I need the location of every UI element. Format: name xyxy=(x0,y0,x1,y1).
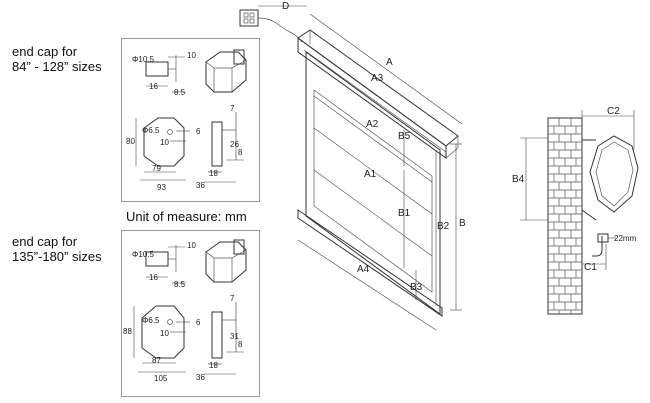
cap-small-panel xyxy=(121,38,260,202)
label-22mm: 22mm xyxy=(614,234,637,243)
cap-large-w105-label: 105 xyxy=(154,374,168,383)
wall-detail-drawing: C2 B4 22mm C1 xyxy=(512,106,639,315)
cap-large-ten2-label: 10 xyxy=(160,329,169,338)
cap-large-w31-label: 31 xyxy=(230,332,239,341)
cap-large-eight-label: 8 xyxy=(238,340,243,349)
label-a3: A3 xyxy=(371,73,384,84)
label-b1: B1 xyxy=(398,208,411,219)
label-d: D xyxy=(282,1,289,12)
dim-a1-line xyxy=(313,169,433,257)
screen-viewing-area xyxy=(313,89,433,293)
cap-large-w36-label: 36 xyxy=(196,373,205,382)
cap-small-heading-line1: end cap for xyxy=(12,44,78,59)
label-a1: A1 xyxy=(364,169,377,180)
cap-large-heading-line1: end cap for xyxy=(12,234,78,249)
screen-case-side-view xyxy=(589,135,639,213)
label-a: A xyxy=(386,57,393,68)
dim-a2-line xyxy=(313,127,433,215)
brick-pattern xyxy=(548,118,582,314)
screen-drawing: D A A3 A2 A1 B5 B1 B2 B A xyxy=(239,1,466,331)
cap-large-hole2-label: Φ6.5 xyxy=(142,316,160,325)
label-c2: C2 xyxy=(607,106,620,117)
cap-large-seven-label: 7 xyxy=(230,294,235,303)
cap-small-front-octagon xyxy=(143,117,185,167)
screen-bottom-bar xyxy=(297,209,443,317)
cap-large-six-label: 6 xyxy=(196,318,201,327)
cap-large-heading: end cap for 135”-180” sizes xyxy=(12,234,102,264)
cap-large-panel xyxy=(121,230,260,397)
cap-small-h10-label: 10 xyxy=(187,51,196,60)
cap-large-w85-label: 8.5 xyxy=(174,280,186,289)
unit-of-measure: Unit of measure: mm xyxy=(126,209,247,224)
cap-small-w36-label: 36 xyxy=(196,181,205,190)
cap-small-ten2-label: 10 xyxy=(160,138,169,147)
label-b3: B3 xyxy=(410,282,423,293)
cap-small-w85-label: 8.5 xyxy=(174,88,186,97)
cap-small-side-bracket xyxy=(145,61,169,77)
cap-small-hole-label: Φ10.5 xyxy=(132,55,155,64)
cap-large-drawing: Φ10.5 10 16 8.5 88 Φ6.5 6 10 87 105 7 31 xyxy=(123,239,247,383)
cap-large-h10-label: 10 xyxy=(187,241,196,250)
cap-large-side-profile xyxy=(211,311,223,359)
cap-small-six-label: 6 xyxy=(196,127,201,136)
label-b: B xyxy=(459,218,466,229)
cap-small-w18-label: 18 xyxy=(209,169,218,178)
bottom-bar-hook xyxy=(592,236,603,257)
label-b5: B5 xyxy=(398,131,411,142)
dim-a4-line xyxy=(297,239,437,331)
cap-small-eight-label: 8 xyxy=(238,148,243,157)
cap-large-w16-label: 16 xyxy=(149,273,158,282)
screen-fabric xyxy=(305,51,441,315)
cap-large-w18-label: 18 xyxy=(209,361,218,370)
cap-small-drawing: Φ10.5 10 16 8.5 80 Φ6.5 6 10 79 93 xyxy=(126,49,247,192)
cap-large-w87-label: 87 xyxy=(152,356,161,365)
cap-small-heading-line2: 84” - 128” sizes xyxy=(12,59,102,74)
cap-small-3d-view xyxy=(205,49,247,93)
label-c1: C1 xyxy=(584,262,597,273)
cap-small-w26-label: 26 xyxy=(230,140,239,149)
cap-large-d88-label: 88 xyxy=(123,327,132,336)
cap-small-w93-label: 93 xyxy=(157,183,166,192)
label-a4: A4 xyxy=(357,264,370,275)
cap-small-heading: end cap for 84” - 128” sizes xyxy=(12,44,102,74)
cap-small-d80-label: 80 xyxy=(126,137,135,146)
dim-a3-line xyxy=(303,49,447,153)
label-a2: A2 xyxy=(366,119,379,130)
power-cable xyxy=(257,17,303,43)
cap-large-front-octagon xyxy=(141,305,185,359)
cap-small-hole2-label: Φ6.5 xyxy=(142,126,160,135)
cap-small-side-profile xyxy=(211,121,223,167)
cap-large-hole-label: Φ10.5 xyxy=(132,250,155,259)
switch-box xyxy=(239,9,259,27)
cap-small-seven-label: 7 xyxy=(230,104,235,113)
cap-small-w79-label: 79 xyxy=(152,164,161,173)
cap-large-3d-view xyxy=(205,239,247,283)
label-b4: B4 xyxy=(512,174,525,185)
screen-case-front xyxy=(297,37,447,159)
label-b2: B2 xyxy=(437,221,450,232)
cap-small-w16-label: 16 xyxy=(149,82,158,91)
brick-wall xyxy=(547,117,583,315)
dim-a-line xyxy=(309,13,463,125)
cap-large-heading-line2: 135”-180” sizes xyxy=(12,249,102,264)
